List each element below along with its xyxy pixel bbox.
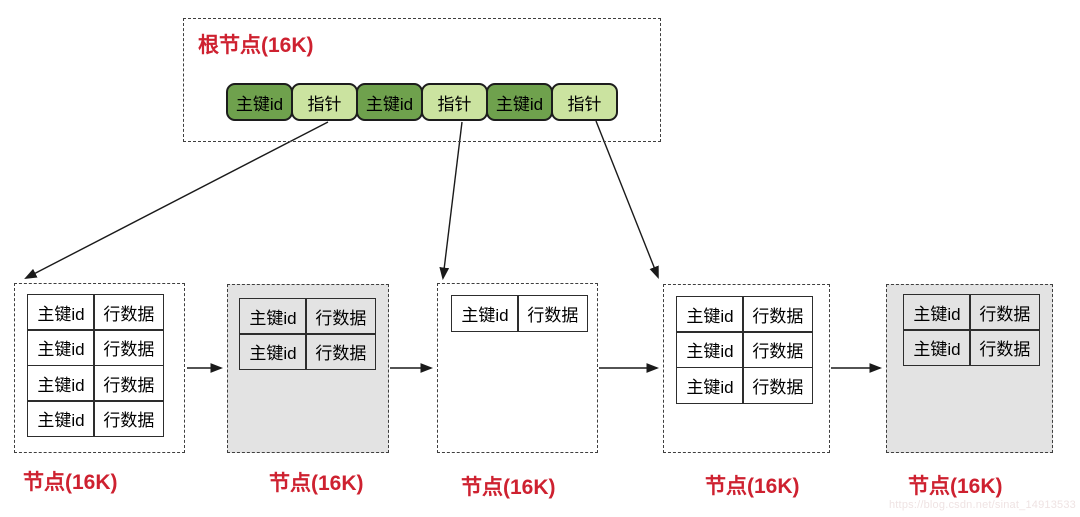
row-data-cell: 行数据 bbox=[93, 294, 165, 331]
primary-key-cell: 主键id bbox=[676, 366, 744, 404]
primary-key-pill: 主键id bbox=[226, 83, 293, 121]
arrow-root-to-leaf-3 bbox=[439, 121, 463, 281]
primary-key-pill: 主键id bbox=[356, 83, 423, 121]
leaf-node-2-label: 节点(16K) bbox=[269, 472, 364, 495]
pointer-pill: 指针 bbox=[421, 83, 488, 121]
row-data-cell: 行数据 bbox=[742, 296, 814, 333]
primary-key-cell: 主键id bbox=[27, 364, 95, 402]
pointer-pill: 指针 bbox=[551, 83, 618, 121]
row-data-cell: 行数据 bbox=[969, 294, 1041, 331]
row-data-cell: 行数据 bbox=[305, 298, 377, 335]
primary-key-cell: 主键id bbox=[239, 298, 307, 335]
arrow-root-to-leaf-1 bbox=[24, 121, 329, 279]
primary-key-cell: 主键id bbox=[27, 329, 95, 367]
leaf-node-1-label: 节点(16K) bbox=[23, 471, 118, 494]
row-data-cell: 行数据 bbox=[93, 364, 165, 402]
pointer-pill: 指针 bbox=[291, 83, 358, 121]
primary-key-cell: 主键id bbox=[676, 331, 744, 369]
primary-key-cell: 主键id bbox=[903, 329, 971, 367]
root-node-label: 根节点(16K) bbox=[198, 34, 314, 57]
row-data-cell: 行数据 bbox=[305, 333, 377, 371]
leaf-node-5-label: 节点(16K) bbox=[908, 475, 1003, 498]
primary-key-cell: 主键id bbox=[27, 400, 95, 438]
csdn-watermark: https://blog.csdn.net/sinat_14913533 bbox=[888, 499, 1076, 511]
leaf-node-3-label: 节点(16K) bbox=[461, 476, 556, 499]
primary-key-cell: 主键id bbox=[239, 333, 307, 371]
primary-key-cell: 主键id bbox=[903, 294, 971, 331]
primary-key-cell: 主键id bbox=[27, 294, 95, 331]
row-data-cell: 行数据 bbox=[93, 329, 165, 367]
row-data-cell: 行数据 bbox=[517, 295, 589, 332]
primary-key-pill: 主键id bbox=[486, 83, 553, 121]
row-data-cell: 行数据 bbox=[93, 400, 165, 438]
primary-key-cell: 主键id bbox=[451, 295, 519, 332]
primary-key-cell: 主键id bbox=[676, 296, 744, 333]
arrow-root-to-leaf-4 bbox=[595, 120, 659, 279]
row-data-cell: 行数据 bbox=[742, 366, 814, 404]
row-data-cell: 行数据 bbox=[742, 331, 814, 369]
row-data-cell: 行数据 bbox=[969, 329, 1041, 367]
leaf-node-4-label: 节点(16K) bbox=[705, 475, 800, 498]
